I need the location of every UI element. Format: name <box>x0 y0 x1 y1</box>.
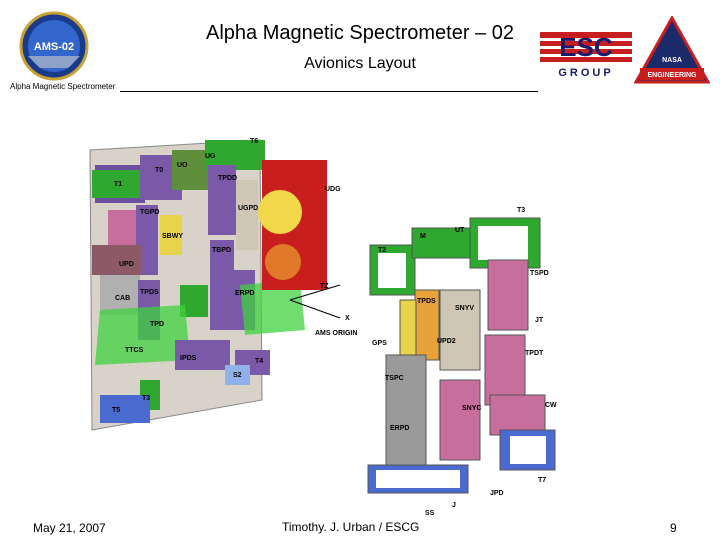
label-tpdd: TPDD <box>218 175 237 182</box>
label-tspd: TSPD <box>530 270 549 277</box>
orange-sphere <box>265 244 301 280</box>
tracker-cw <box>489 394 546 436</box>
label-ug: UG <box>205 153 216 160</box>
label-tbpd: TBPD <box>212 247 231 254</box>
box-ttcs <box>95 305 190 365</box>
axis-x <box>289 299 341 319</box>
label-ttcs: TTCS <box>125 347 144 354</box>
box-sbwy <box>160 215 182 255</box>
label-tgpd: TGPD <box>140 209 159 216</box>
label-t6: T6 <box>250 138 258 145</box>
label-tpd: TPD <box>150 321 164 328</box>
tracker-lower <box>385 354 427 466</box>
box-pink <box>108 210 138 250</box>
tracker-pink <box>487 259 529 331</box>
label-erpd: ERPD <box>235 290 254 297</box>
box-uo <box>172 150 210 190</box>
label-t3: T3 <box>142 395 150 402</box>
label-t7: T7 <box>538 477 546 484</box>
label-x: X <box>345 315 350 322</box>
label-j: J <box>452 502 456 509</box>
tracker-gps <box>399 299 417 361</box>
label-m: M <box>420 233 426 240</box>
label-tz: TZ <box>320 283 329 290</box>
label-udg: UDG <box>325 186 341 193</box>
label-t5: T5 <box>112 407 120 414</box>
label-snyv: SNYV <box>455 305 474 312</box>
svg-text:ESC: ESC <box>559 32 613 62</box>
footer-page-number: 9 <box>670 521 677 535</box>
label-jpd: JPD <box>490 490 504 497</box>
box-ipds <box>175 340 230 370</box>
label-t1: T1 <box>114 181 122 188</box>
label-cab: CAB <box>115 295 130 302</box>
page-subtitle: Avionics Layout <box>304 55 416 72</box>
box-upd <box>92 245 142 275</box>
main-structure <box>89 139 341 431</box>
header-rule <box>120 91 538 92</box>
box-s2 <box>225 365 250 385</box>
tracker-structure <box>367 217 556 494</box>
label-tspc: TSPC <box>385 375 404 382</box>
svg-text:ENGINEERING: ENGINEERING <box>647 72 697 79</box>
label-t0: T0 <box>155 167 163 174</box>
label-gps: GPS <box>372 340 387 347</box>
label-ugpd: UGPD <box>238 205 258 212</box>
label-erpd2: ERPD <box>390 425 409 432</box>
label-s2: S2 <box>233 372 242 379</box>
box-ugpd <box>236 180 258 250</box>
header-small-label: Alpha Magnetic Spectrometer <box>10 82 116 91</box>
label-t2: T2 <box>378 247 386 254</box>
label-cw: CW <box>545 402 557 409</box>
yellow-sphere <box>258 190 302 234</box>
box-t1-green <box>92 170 140 198</box>
svg-text:AMS-02: AMS-02 <box>34 41 74 53</box>
box-tpdd <box>208 165 236 235</box>
tracker-frame <box>439 289 481 371</box>
svg-text:NASA: NASA <box>662 57 682 64</box>
page-title: Alpha Magnetic Spectrometer – 02 <box>206 22 514 44</box>
label-snyc: SNYC <box>462 405 481 412</box>
box-green-right <box>240 280 305 335</box>
label-origin: AMS ORIGIN <box>315 330 357 337</box>
label-ipds: IPDS <box>180 355 197 362</box>
label-sbwy: SBWY <box>162 233 183 240</box>
label-upd2: UPD2 <box>437 338 456 345</box>
label-uo: UO <box>177 162 188 169</box>
box-t5 <box>100 395 150 423</box>
tracker-snyc <box>439 379 481 461</box>
box-tbpd <box>210 240 234 330</box>
label-upd: UPD <box>119 261 134 268</box>
label-t4: T4 <box>255 358 263 365</box>
label-ss: SS <box>425 510 435 517</box>
footer-date: May 21, 2007 <box>33 521 106 535</box>
tracker-pink2 <box>484 334 526 406</box>
svg-text:GROUP: GROUP <box>558 67 613 79</box>
label-tpds2: TPDS <box>417 298 436 305</box>
ams-logo: AMS-02 <box>19 11 89 81</box>
esc-logo: ESC GROUP <box>540 32 632 79</box>
tracker-tpds <box>414 289 440 361</box>
label-tpdt: TPDT <box>525 350 544 357</box>
label-tpds: TPDS <box>140 289 159 296</box>
label-ut: UT <box>455 227 465 234</box>
axis-z <box>289 284 341 301</box>
engineering-logo: ENGINEERING NASA <box>634 16 710 84</box>
label-tracker-t3: T3 <box>517 207 525 214</box>
label-jt: JT <box>535 317 544 324</box>
footer-author: Timothy. J. Urban / ESCG <box>282 520 420 534</box>
